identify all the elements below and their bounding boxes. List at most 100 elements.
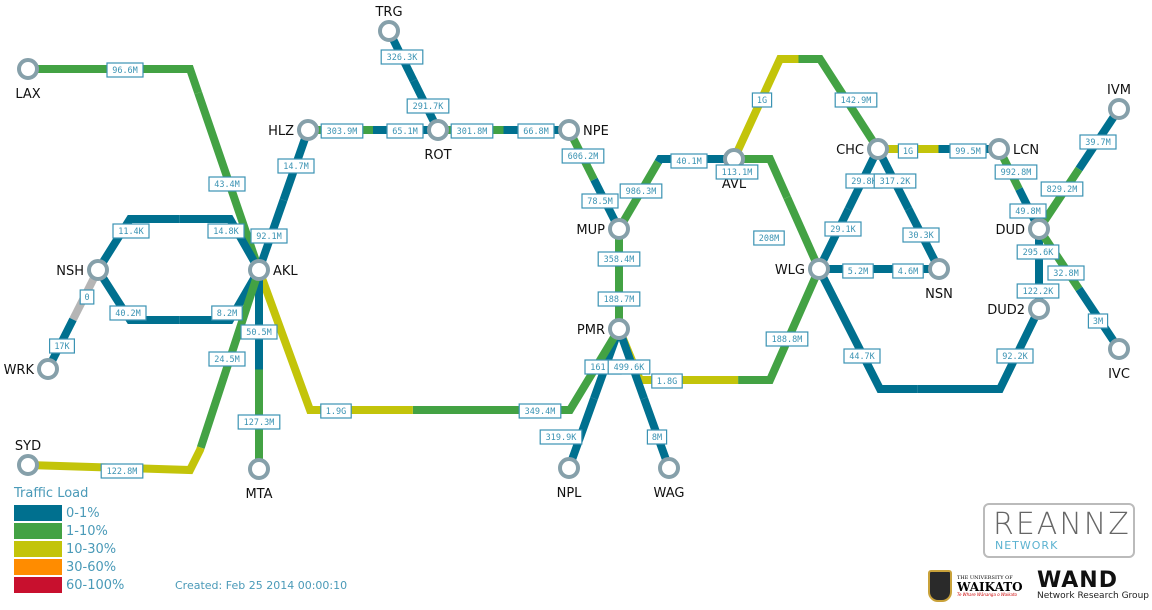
node-nsh[interactable]: NSH	[56, 259, 109, 281]
node-nsn[interactable]: NSN	[925, 258, 953, 302]
node-label: NSN	[925, 287, 953, 302]
node-trg[interactable]: TRG	[374, 5, 403, 42]
link-label: 99.5M	[949, 143, 987, 159]
node-icon[interactable]	[808, 258, 830, 280]
legend-label: 30-60%	[66, 559, 117, 575]
traffic-load-legend: Traffic Load 0-1% 1-10% 10-30% 30-60% 60…	[14, 486, 124, 594]
node-dud[interactable]: DUD	[995, 218, 1050, 240]
node-icon[interactable]	[297, 119, 319, 141]
node-icon[interactable]	[608, 318, 630, 340]
waikato-logo-small: THE UNIVERSITY OF	[957, 574, 1013, 581]
link-label-text: 1G	[757, 96, 767, 106]
link-label-box	[765, 331, 809, 347]
node-lax[interactable]: LAX	[15, 58, 41, 102]
node-icon[interactable]	[378, 20, 400, 42]
node-npe[interactable]: NPE	[558, 119, 609, 141]
node-label: CHC	[836, 143, 864, 158]
link-label-text: 326.3K	[387, 53, 419, 63]
link-mup-avl-in[interactable]	[654, 155, 734, 165]
link-label-text: 0	[84, 293, 89, 303]
node-npl[interactable]: NPL	[557, 457, 583, 501]
link-avl-chc-in[interactable]	[798, 55, 882, 152]
link-label-box	[48, 338, 75, 354]
node-icon[interactable]	[427, 119, 449, 141]
link-label: 295.6K	[1016, 244, 1060, 260]
link-avl-wlg-out[interactable]	[734, 155, 791, 200]
node-icon[interactable]	[17, 454, 39, 476]
waikato-crest-icon	[928, 570, 952, 602]
link-label: 66.8M	[517, 123, 555, 139]
node-dud2[interactable]: DUD2	[987, 298, 1050, 320]
node-icon[interactable]	[37, 358, 59, 380]
link-label-box	[320, 123, 364, 139]
link-label: 50.5M	[240, 324, 278, 340]
link-label-box	[518, 403, 562, 419]
link-label: 32.8M	[1047, 265, 1085, 281]
node-icon[interactable]	[558, 119, 580, 141]
link-label-text: 113.1M	[722, 168, 753, 178]
link-avl-wlg-in[interactable]	[783, 195, 823, 271]
link-label-box	[1016, 244, 1060, 260]
node-chc[interactable]: CHC	[836, 138, 889, 160]
link-label-text: 17K	[54, 342, 70, 352]
link-label-box	[897, 143, 919, 159]
node-akl[interactable]: AKL	[248, 259, 298, 281]
link-label-text: 3M	[1093, 317, 1103, 327]
node-icon[interactable]	[248, 259, 270, 281]
node-ivc[interactable]: IVC	[1108, 338, 1130, 382]
node-mup[interactable]: MUP	[576, 218, 630, 240]
link-wlg-pmr-out[interactable]	[738, 267, 823, 384]
link-chc-wlg-in[interactable]	[815, 207, 853, 271]
node-icon[interactable]	[658, 457, 680, 479]
node-icon[interactable]	[988, 138, 1010, 160]
link-lax-akl-out[interactable]	[28, 65, 202, 95]
link-label-box	[109, 305, 147, 321]
node-icon[interactable]	[558, 457, 580, 479]
node-rot[interactable]: ROT	[424, 119, 452, 163]
link-label: 11.4K	[112, 223, 150, 239]
legend-swatch	[14, 505, 62, 521]
node-icon[interactable]	[17, 58, 39, 80]
link-wlg-dud2-in[interactable]	[917, 307, 1043, 393]
link-label-text: 1.9G	[326, 407, 346, 417]
link-label-text: 188.7M	[604, 295, 635, 305]
node-mta[interactable]: MTA	[245, 458, 273, 502]
node-icon[interactable]	[867, 138, 889, 160]
reannz-logo-subtext: NETWORK	[995, 539, 1059, 552]
link-label: 40.2M	[109, 305, 147, 321]
node-wrk[interactable]: WRK	[4, 358, 59, 380]
link-label-box	[1040, 181, 1084, 197]
node-icon[interactable]	[1028, 298, 1050, 320]
node-icon[interactable]	[928, 258, 950, 280]
node-icon[interactable]	[1028, 218, 1050, 240]
link-label-text: 303.9M	[327, 127, 358, 137]
node-hlz[interactable]: HLZ	[268, 119, 319, 141]
link-wlg-dud2-out[interactable]	[815, 267, 918, 393]
link-pmr-akl-out[interactable]	[412, 326, 623, 414]
node-lcn[interactable]: LCN	[988, 138, 1039, 160]
link-label-box	[250, 228, 288, 244]
node-icon[interactable]	[87, 259, 109, 281]
link-avl-chc-out[interactable]	[730, 55, 799, 161]
node-ivm[interactable]: IVM	[1107, 83, 1131, 120]
node-icon[interactable]	[608, 218, 630, 240]
node-wlg[interactable]: WLG	[775, 258, 830, 280]
node-icon[interactable]	[248, 458, 270, 480]
link-akl-nsh-top-out[interactable]	[179, 215, 263, 272]
node-label: DUD	[995, 223, 1025, 238]
legend-title: Traffic Load	[14, 486, 89, 501]
link-pmr-akl-in[interactable]	[255, 268, 413, 414]
link-label-box	[208, 176, 246, 192]
link-label-text: 29.1K	[830, 225, 856, 235]
link-label-text: 30.3K	[908, 231, 934, 241]
link-akl-nsh-top-in[interactable]	[94, 215, 180, 273]
node-icon[interactable]	[1108, 338, 1130, 360]
legend-label: 60-100%	[66, 577, 125, 593]
node-label: LAX	[15, 87, 40, 102]
node-icon[interactable]	[1108, 98, 1130, 120]
link-ivm-dud-in[interactable]	[1035, 166, 1083, 232]
node-wag[interactable]: WAG	[654, 457, 685, 501]
link-label-text: 43.4M	[214, 180, 240, 190]
node-pmr[interactable]: PMR	[577, 318, 630, 340]
node-syd[interactable]: SYD	[15, 439, 41, 476]
